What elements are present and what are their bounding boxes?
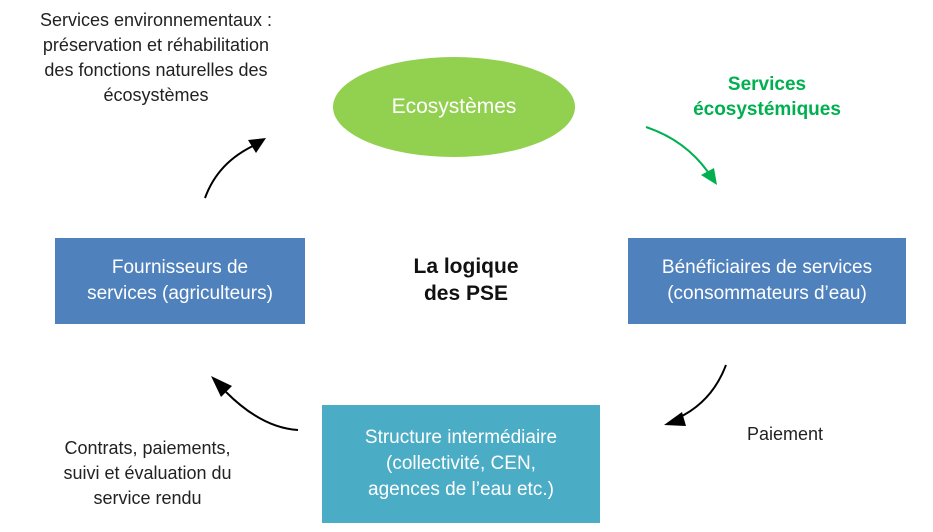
node-beneficiaires: Bénéficiaires de services (consommateurs…	[628, 238, 906, 324]
label-services-ecosystemiques: Services écosystémiques	[693, 74, 841, 120]
node-ecosystemes-label: Ecosystèmes	[391, 95, 517, 118]
node-beneficiaires-label: Bénéficiaires de services (consommateurs…	[661, 257, 873, 304]
arrow-services-ecosystemiques	[645, 126, 717, 185]
node-fournisseurs: Fournisseurs de services (agriculteurs)	[55, 238, 305, 324]
label-services-environnementaux: Services environnementaux : préservation…	[39, 10, 273, 105]
node-structure-intermediaire: Structure intermédiaire (collectivité, C…	[322, 405, 600, 523]
arrow-contrats	[211, 376, 299, 431]
node-ecosystemes: Ecosystèmes	[333, 57, 575, 157]
arrow-to-services-env	[204, 138, 266, 199]
node-fournisseurs-label: Fournisseurs de services (agriculteurs)	[87, 257, 273, 304]
label-contrats: Contrats, paiements, suivi et évaluation…	[63, 438, 232, 508]
arrow-paiement	[664, 364, 727, 426]
label-paiement: Paiement	[746, 424, 824, 444]
node-structure-label: Structure intermédiaire (collectivité, C…	[364, 427, 558, 500]
diagram-title: La logique des PSE	[413, 255, 519, 305]
